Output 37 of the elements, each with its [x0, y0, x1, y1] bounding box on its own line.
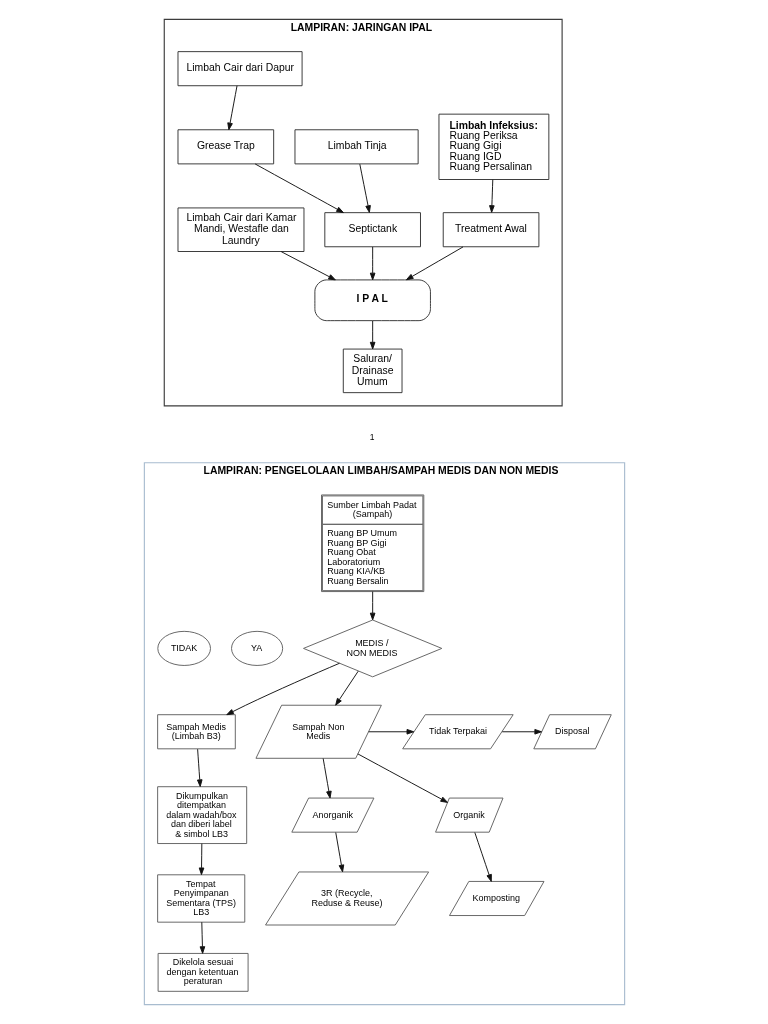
node-box: Dikelola sesuai dengan ketentuan peraturan: [157, 952, 249, 992]
node-box: Treatment Awal: [442, 212, 539, 248]
arrow: [254, 163, 344, 214]
node-box: Septictank: [323, 212, 421, 248]
arrow: [501, 728, 542, 735]
node-box: Limbah Tinja: [294, 129, 419, 165]
arrow: [369, 246, 375, 281]
arrow: [196, 748, 203, 787]
node-box: Sampah Medis (Limbah B3): [156, 714, 236, 750]
arrow: [334, 832, 344, 873]
arrow: [322, 758, 332, 799]
node-box: I P A L: [313, 279, 431, 322]
label: 1: [369, 432, 375, 443]
arrow: [225, 662, 340, 716]
arrow: [334, 670, 359, 706]
arrow: [488, 179, 495, 213]
node-box: Dikumpulkan ditempatkan dalam wadah/box dan diberi label & simbol LB3: [156, 786, 247, 844]
arrow: [280, 251, 336, 281]
node-box: Limbah Infeksius: Ruang Periksa Ruang Gigi Ruang IGD Ruang Persalinan: [438, 113, 549, 180]
arrow: [199, 921, 205, 954]
arrow: [356, 753, 448, 803]
arrow: [369, 320, 375, 350]
arrow: [369, 591, 375, 621]
node-box: Tempat Penyimpanan Sementara (TPS) LB3: [156, 874, 245, 923]
node-ellipse: YA: [230, 630, 283, 666]
node-box: Limbah Cair dari Kamar Mandi, Westafle dan Laundry: [177, 207, 304, 252]
arrow: [473, 832, 492, 882]
node-box: Grease Trap: [177, 129, 274, 165]
arrow: [358, 163, 371, 213]
node-box: Saluran/ Drainase Umum: [342, 348, 402, 394]
node-ellipse: TIDAK: [156, 630, 211, 666]
arrow: [226, 85, 237, 131]
node-diamond: MEDIS / NON MEDIS: [302, 619, 442, 678]
arrow: [405, 246, 463, 281]
arrow: [367, 728, 414, 735]
arrow: [198, 843, 204, 876]
node-box: Limbah Cair dari Dapur: [177, 51, 303, 87]
